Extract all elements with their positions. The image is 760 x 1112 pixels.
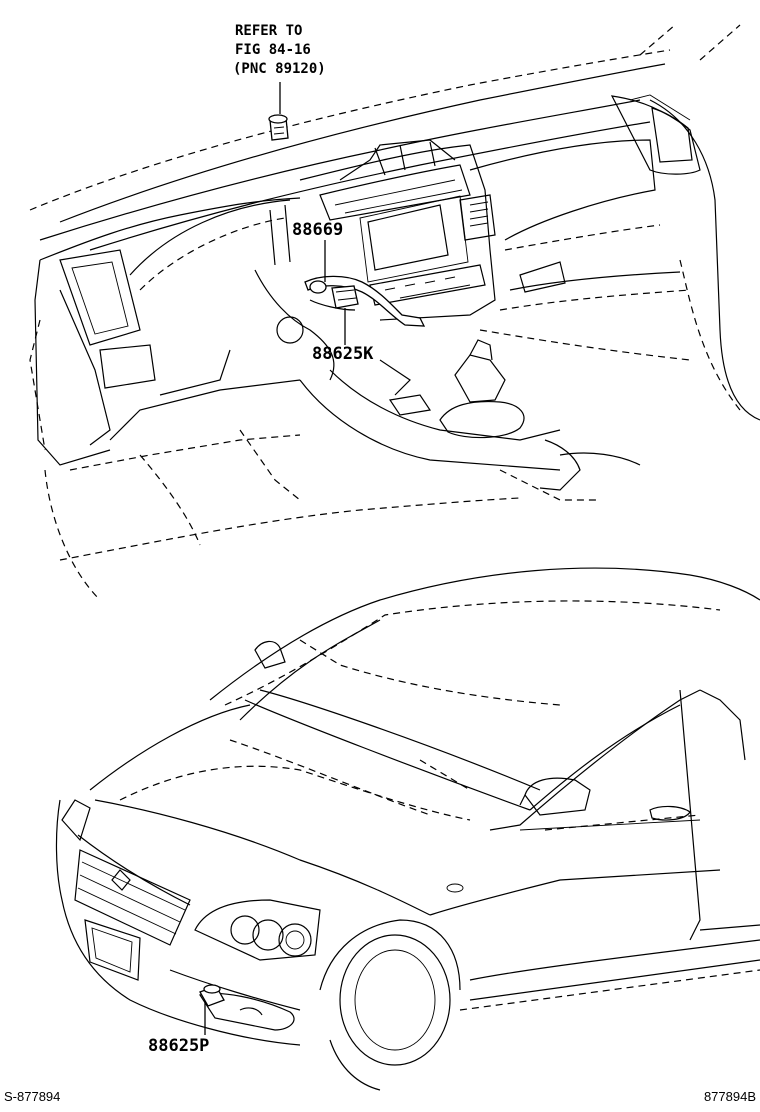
callout-88669: 88669: [292, 220, 344, 240]
car-illustration: [55, 567, 760, 1091]
reference-note-line2: FIG 84-16: [235, 42, 311, 58]
reference-note-line3: (PNC 89120): [233, 61, 326, 77]
dashboard-illustration: [29, 24, 760, 601]
callout-88625k: 88625K: [312, 344, 374, 364]
dashboard-parts: [268, 114, 426, 327]
callout-88625p: 88625P: [148, 1036, 210, 1056]
footer-left-code: S-877894: [4, 1089, 61, 1104]
bumper-sensor: [199, 984, 225, 1007]
reference-note-line1: REFER TO: [235, 23, 303, 39]
footer-right-code: 877894B: [703, 1089, 756, 1104]
